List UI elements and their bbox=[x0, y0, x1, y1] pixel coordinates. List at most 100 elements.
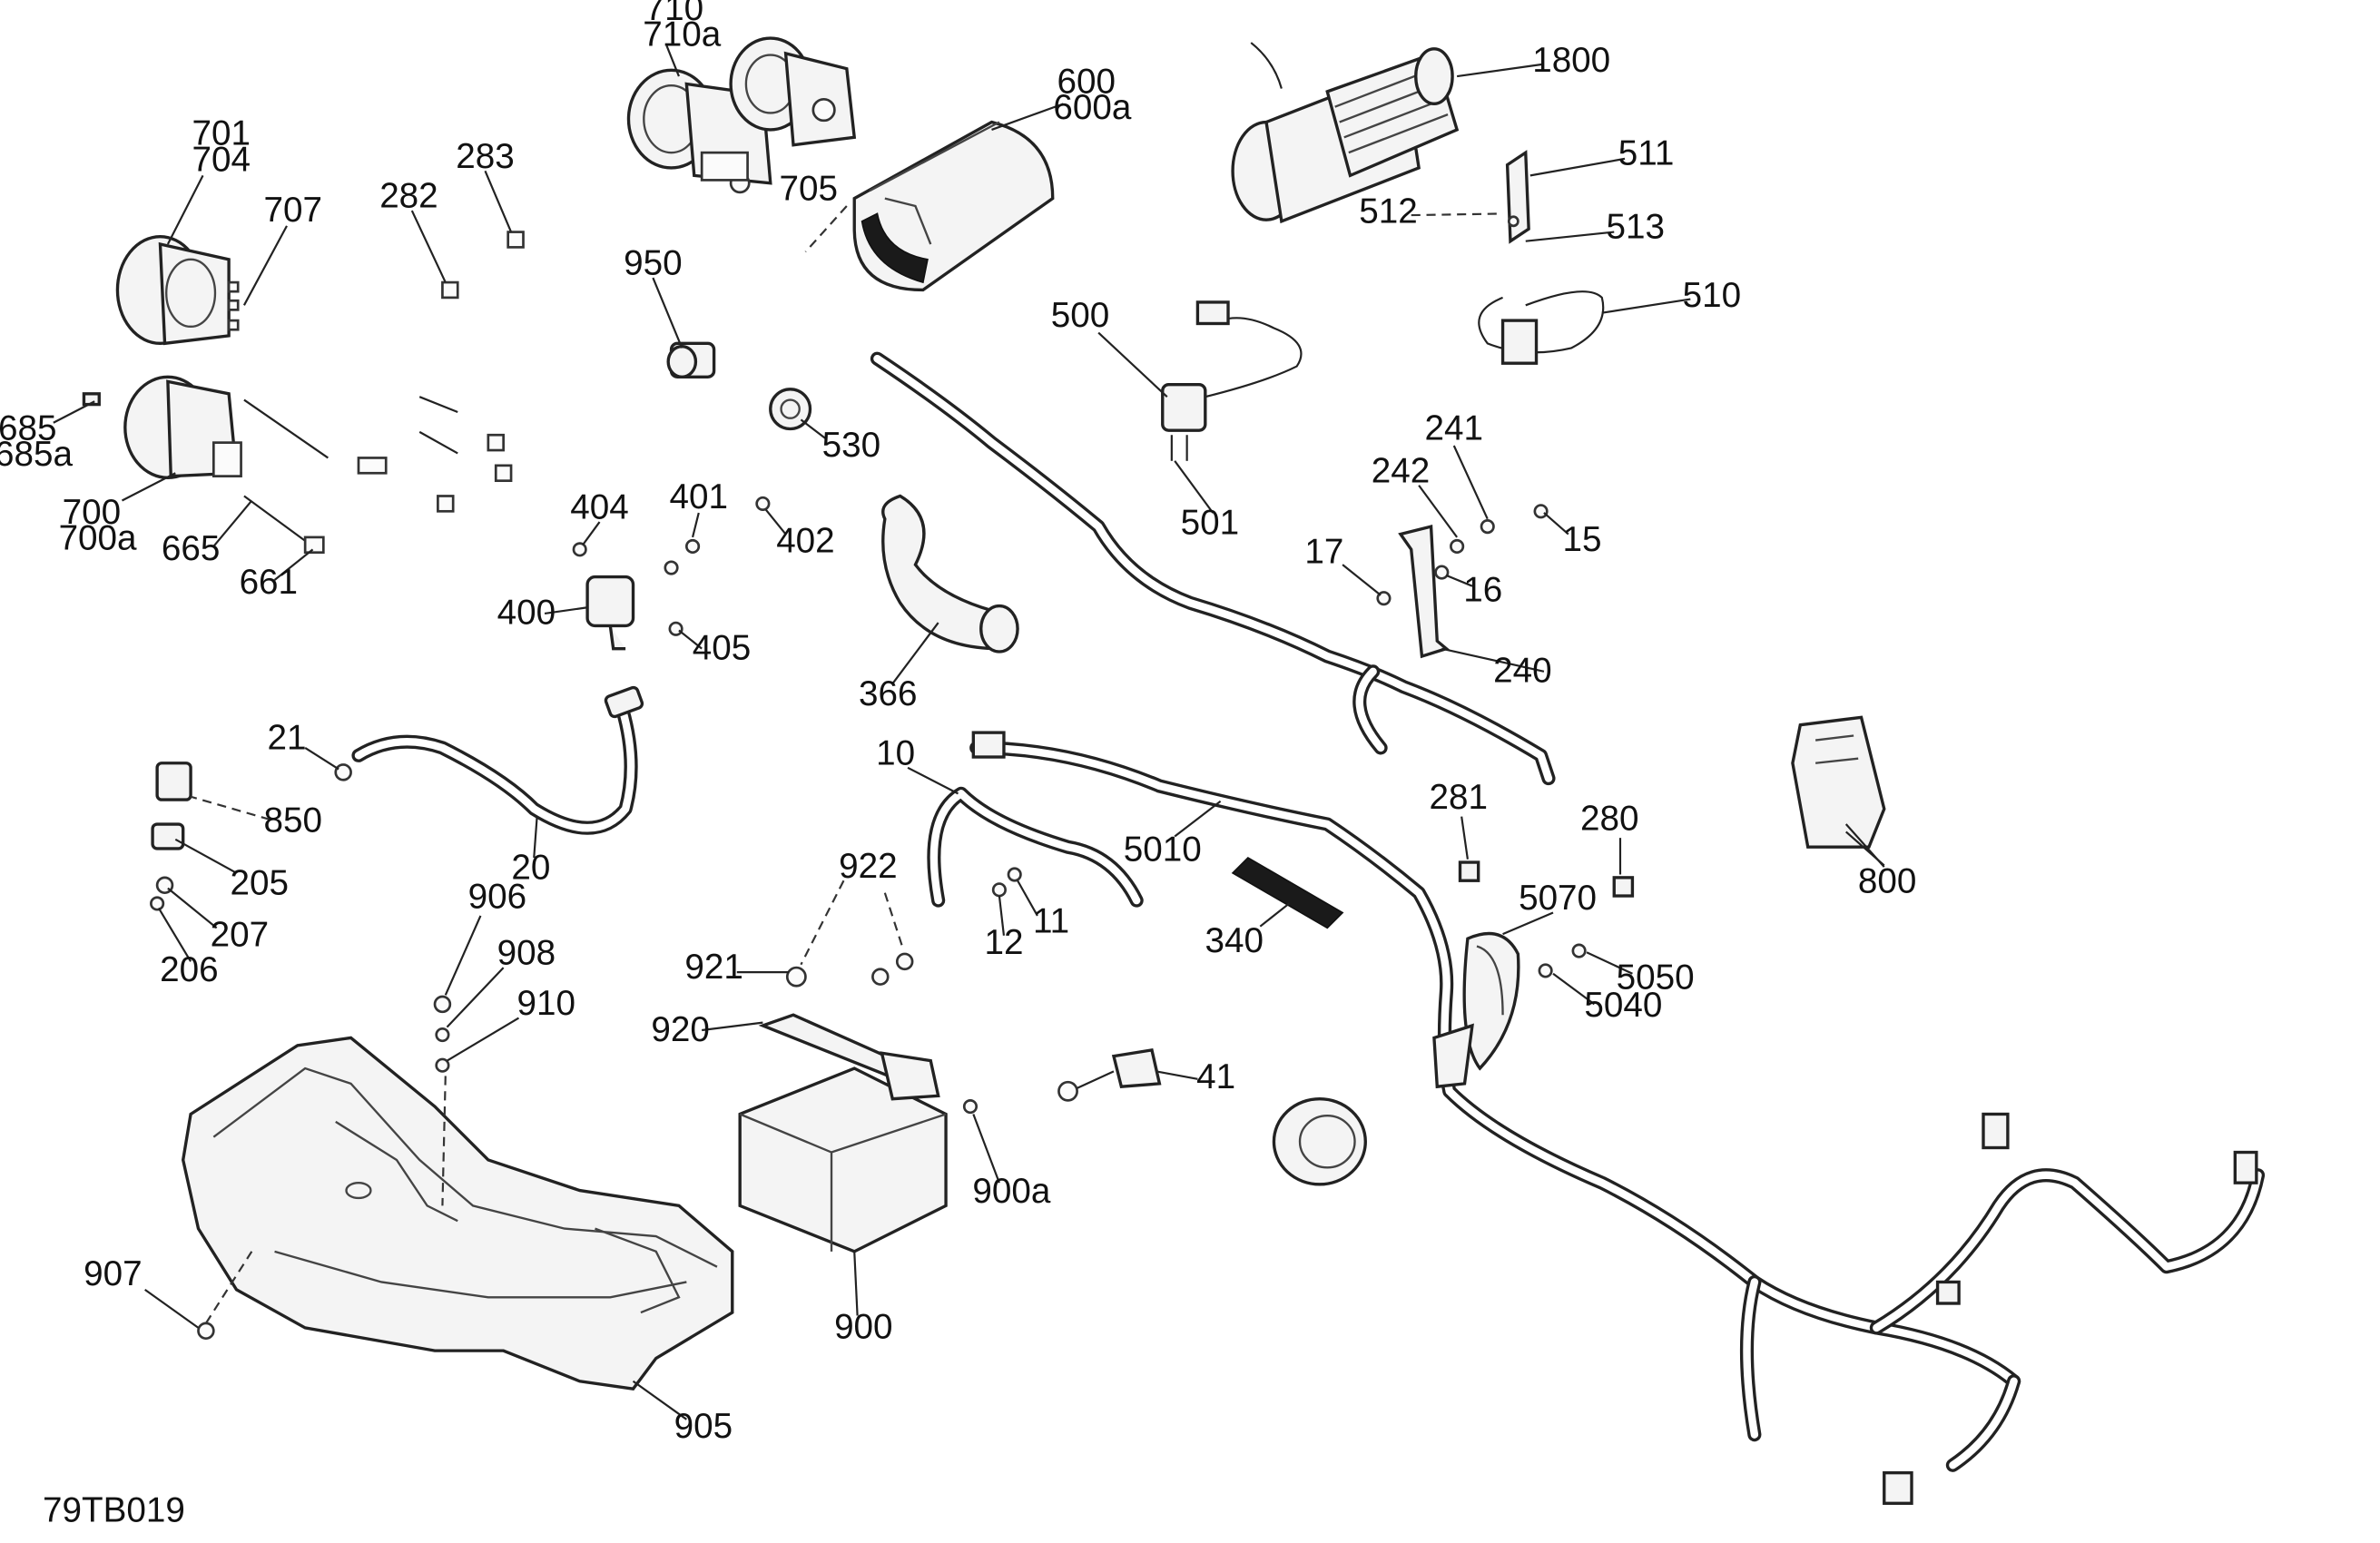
callout-710-line2: 710a bbox=[643, 15, 721, 54]
callout-11: 11 bbox=[1033, 901, 1069, 940]
battery-holddown-920 bbox=[758, 952, 979, 1115]
callout-922: 922 bbox=[839, 847, 897, 886]
callout-16: 16 bbox=[1463, 571, 1502, 610]
callout-900: 900 bbox=[834, 1308, 892, 1347]
callout-5050: 5050 bbox=[1617, 958, 1695, 998]
callout-510: 510 bbox=[1683, 276, 1741, 315]
callout-700-line1: 700 bbox=[63, 493, 121, 532]
cover-5070 bbox=[1432, 931, 1520, 1089]
callout-710-line1: 710 bbox=[645, 0, 703, 28]
callout-600-line1: 600 bbox=[1057, 63, 1115, 102]
callout-281: 281 bbox=[1430, 778, 1488, 817]
callout-665: 665 bbox=[162, 529, 220, 568]
callout-5010: 5010 bbox=[1124, 830, 1202, 869]
callout-20: 20 bbox=[511, 849, 550, 888]
leader-lines bbox=[53, 45, 1885, 1420]
callout-17: 17 bbox=[1304, 532, 1343, 571]
callout-366: 366 bbox=[859, 674, 917, 713]
headlight-upper bbox=[115, 234, 231, 346]
cable-20 bbox=[351, 685, 644, 835]
callout-700-line2: 700a bbox=[59, 518, 137, 557]
callout-910: 910 bbox=[516, 984, 575, 1023]
callout-12: 12 bbox=[984, 923, 1023, 962]
callout-661: 661 bbox=[240, 563, 298, 602]
filter-canister bbox=[852, 120, 1055, 292]
cable-main-5010 bbox=[870, 351, 1556, 786]
clips-280-281 bbox=[1458, 860, 1635, 898]
winch-bracket bbox=[1505, 150, 1530, 244]
callout-405: 405 bbox=[693, 628, 751, 667]
callout-685-line1: 685 bbox=[0, 408, 56, 447]
callout-241: 241 bbox=[1425, 408, 1483, 447]
callout-501: 501 bbox=[1181, 504, 1239, 543]
ignition-switch bbox=[666, 341, 716, 379]
connector-850 bbox=[150, 762, 352, 911]
headlight-lower bbox=[123, 375, 242, 479]
callout-400: 400 bbox=[497, 594, 556, 633]
callout-800: 800 bbox=[1858, 862, 1916, 901]
callout-600-line2: 600a bbox=[1053, 88, 1131, 127]
callout-206: 206 bbox=[160, 950, 218, 989]
callout-15: 15 bbox=[1562, 520, 1601, 559]
callout-280: 280 bbox=[1580, 800, 1638, 839]
callout-500: 500 bbox=[1051, 296, 1109, 335]
battery-900 bbox=[738, 1066, 948, 1253]
callout-1800: 1800 bbox=[1532, 41, 1610, 80]
sleeve-340 bbox=[1231, 856, 1344, 929]
relay-400 bbox=[572, 496, 771, 651]
bracket-240 bbox=[1376, 504, 1549, 659]
fasteners-left bbox=[82, 231, 525, 555]
module-500 bbox=[1161, 300, 1303, 461]
callout-41: 41 bbox=[1196, 1057, 1235, 1096]
callout-513: 513 bbox=[1607, 207, 1665, 246]
switch-530 bbox=[769, 388, 812, 431]
callout-205: 205 bbox=[230, 863, 288, 902]
battery-tray-905 bbox=[181, 1036, 734, 1391]
callout-530: 530 bbox=[822, 426, 880, 465]
screws-5040-5050 bbox=[1538, 943, 1587, 978]
callout-685-line2: 685a bbox=[0, 435, 73, 474]
callout-282: 282 bbox=[379, 177, 438, 216]
callout-905: 905 bbox=[674, 1407, 733, 1446]
control-module-800 bbox=[1791, 715, 1886, 849]
callout-850: 850 bbox=[263, 801, 321, 840]
callout-5040: 5040 bbox=[1584, 986, 1662, 1025]
callout-907: 907 bbox=[84, 1254, 142, 1293]
air-duct-366 bbox=[881, 494, 1019, 654]
callout-701-line1: 701 bbox=[192, 114, 250, 153]
callout-242: 242 bbox=[1372, 451, 1430, 490]
callout-5070: 5070 bbox=[1519, 879, 1597, 918]
callout-921: 921 bbox=[684, 948, 743, 987]
callout-404: 404 bbox=[570, 488, 628, 527]
callout-21: 21 bbox=[267, 719, 306, 758]
winch-harness bbox=[1478, 290, 1605, 365]
callout-705: 705 bbox=[780, 169, 838, 208]
callout-283: 283 bbox=[456, 137, 514, 176]
battery-cable-41 bbox=[1057, 1047, 1162, 1102]
callout-10: 10 bbox=[876, 733, 915, 772]
callout-906: 906 bbox=[468, 877, 526, 916]
callout-340: 340 bbox=[1205, 921, 1263, 960]
cable-10 bbox=[927, 786, 1144, 908]
winch-motor bbox=[1231, 42, 1460, 224]
callout-512: 512 bbox=[1359, 192, 1417, 231]
callout-207: 207 bbox=[211, 916, 269, 955]
callout-908: 908 bbox=[497, 934, 556, 973]
throttle-body-assembly bbox=[626, 36, 857, 194]
callout-701-line2: 704 bbox=[192, 140, 250, 179]
callout-401: 401 bbox=[670, 477, 728, 516]
callout-920: 920 bbox=[651, 1010, 709, 1049]
callout-240: 240 bbox=[1493, 652, 1551, 691]
drawing-code: 79TB019 bbox=[43, 1490, 185, 1529]
callout-900a: 900a bbox=[972, 1172, 1050, 1211]
horn-light bbox=[1272, 1097, 1367, 1186]
callout-707: 707 bbox=[263, 191, 321, 230]
callout-402: 402 bbox=[776, 522, 834, 561]
callout-511: 511 bbox=[1618, 134, 1675, 173]
